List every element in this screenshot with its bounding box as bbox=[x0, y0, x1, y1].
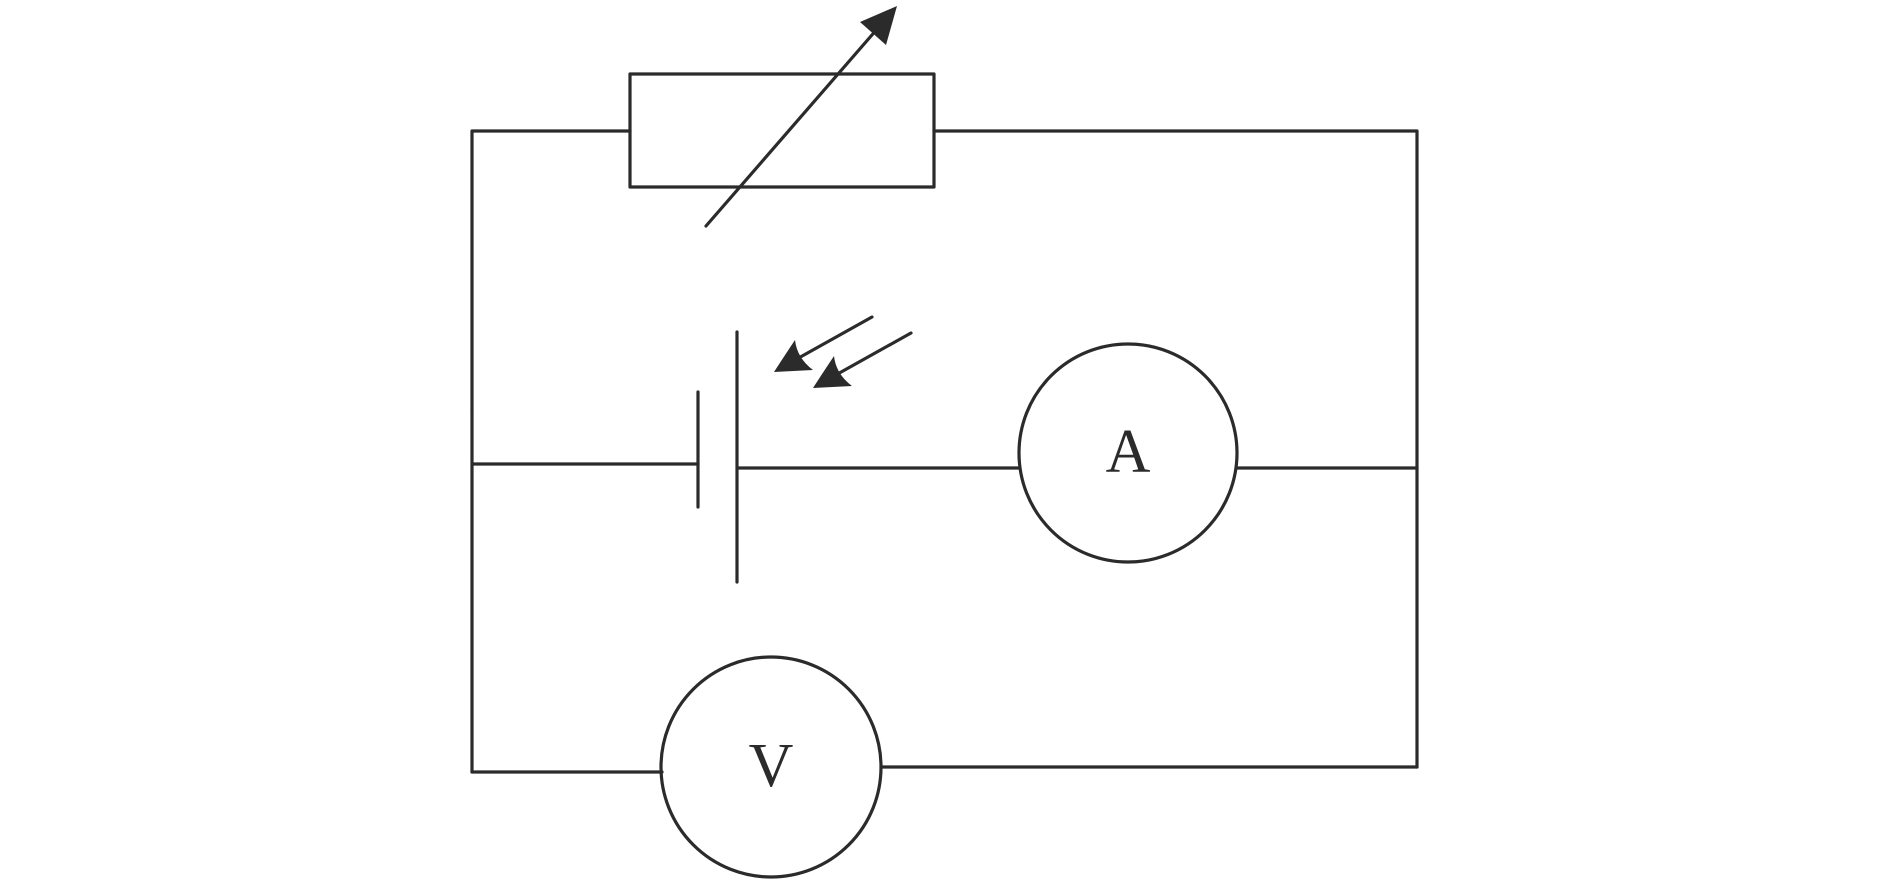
voltmeter-circle bbox=[659, 655, 883, 879]
light-ray-1-arrow-icon bbox=[774, 340, 813, 372]
light-ray-2-arrow-icon bbox=[813, 356, 852, 388]
ammeter: A bbox=[1017, 342, 1239, 564]
top-branch bbox=[470, 129, 1419, 470]
variable-resistor bbox=[628, 6, 936, 228]
variable-arrow-icon bbox=[860, 6, 897, 45]
ammeter-circle bbox=[1017, 342, 1239, 564]
voltmeter-label: V bbox=[749, 732, 794, 800]
light-ray-1-shaft bbox=[793, 315, 874, 362]
resistor-body bbox=[628, 72, 936, 189]
ammeter-label: A bbox=[1106, 418, 1151, 486]
top-right-wire bbox=[932, 129, 1419, 470]
photocell bbox=[696, 315, 913, 584]
voltmeter: V bbox=[659, 655, 883, 879]
light-ray-2-shaft bbox=[832, 331, 913, 378]
top-left-wire bbox=[470, 129, 632, 412]
bottom-branch bbox=[470, 765, 1419, 774]
variable-arrow-shaft bbox=[704, 26, 880, 228]
middle-branch bbox=[470, 408, 1419, 774]
